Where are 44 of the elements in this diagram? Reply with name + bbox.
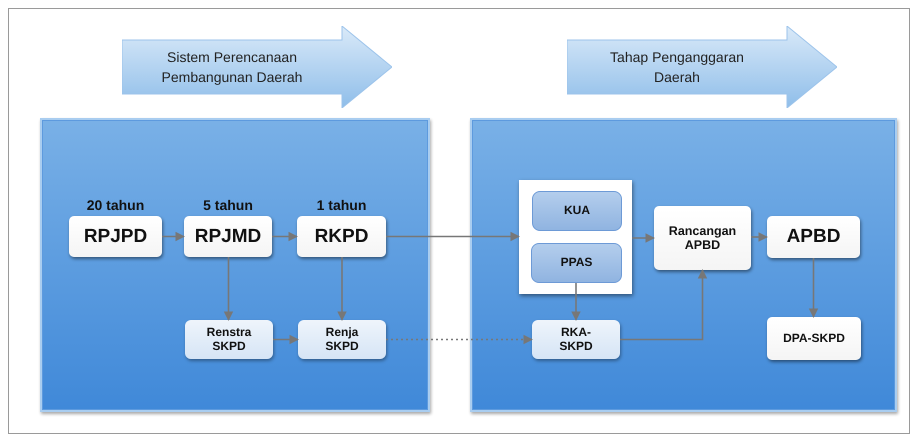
- duration-label: 1 tahun: [316, 197, 366, 213]
- process-box: [767, 317, 861, 360]
- arrow: [808, 258, 818, 318]
- process-box: [531, 243, 622, 283]
- node-label: Renstra SKPD: [206, 326, 252, 354]
- node-label: PPAS: [560, 256, 592, 270]
- node-label: RKA-SKPD: [558, 326, 594, 354]
- duration-label: 20 tahun: [86, 197, 144, 213]
- node-label: Rancangan APBD: [668, 224, 738, 252]
- node-label: Renja SKPD: [324, 326, 360, 354]
- process-box: [298, 320, 386, 359]
- arrow: [386, 232, 520, 242]
- process-box: [184, 216, 272, 257]
- arrow: [386, 334, 533, 344]
- arrow: [272, 232, 298, 242]
- process-box: [297, 216, 386, 257]
- arrow: [751, 232, 768, 242]
- banner-label: Sistem Perencanaan Pembangunan Daerah: [160, 48, 304, 87]
- node-label: RKPD: [314, 226, 368, 248]
- banner-label: Tahap Penganggaran Daerah: [609, 48, 745, 87]
- process-box: [69, 216, 162, 257]
- duration-label: 5 tahun: [203, 197, 253, 213]
- node-label: APBD: [786, 226, 840, 248]
- process-box: [185, 320, 273, 359]
- stage-panel: [470, 118, 897, 412]
- arrow: [620, 269, 708, 340]
- process-box: [532, 191, 622, 231]
- process-box: [767, 216, 860, 258]
- banner-arrow: [122, 26, 392, 108]
- node-label: KUA: [564, 204, 590, 218]
- arrow: [162, 232, 185, 242]
- node-label: RPJPD: [84, 226, 148, 248]
- process-box: [654, 206, 751, 270]
- node-label: DPA-SKPD: [783, 332, 845, 346]
- arrow: [224, 257, 234, 321]
- arrow: [571, 283, 581, 321]
- arrow: [337, 257, 347, 321]
- stage-panel: [40, 118, 430, 412]
- process-box: [532, 320, 620, 359]
- banner-arrow: [567, 26, 837, 108]
- group-box: [519, 180, 632, 294]
- arrow: [632, 233, 655, 243]
- node-label: RPJMD: [194, 226, 262, 248]
- arrow: [273, 334, 299, 344]
